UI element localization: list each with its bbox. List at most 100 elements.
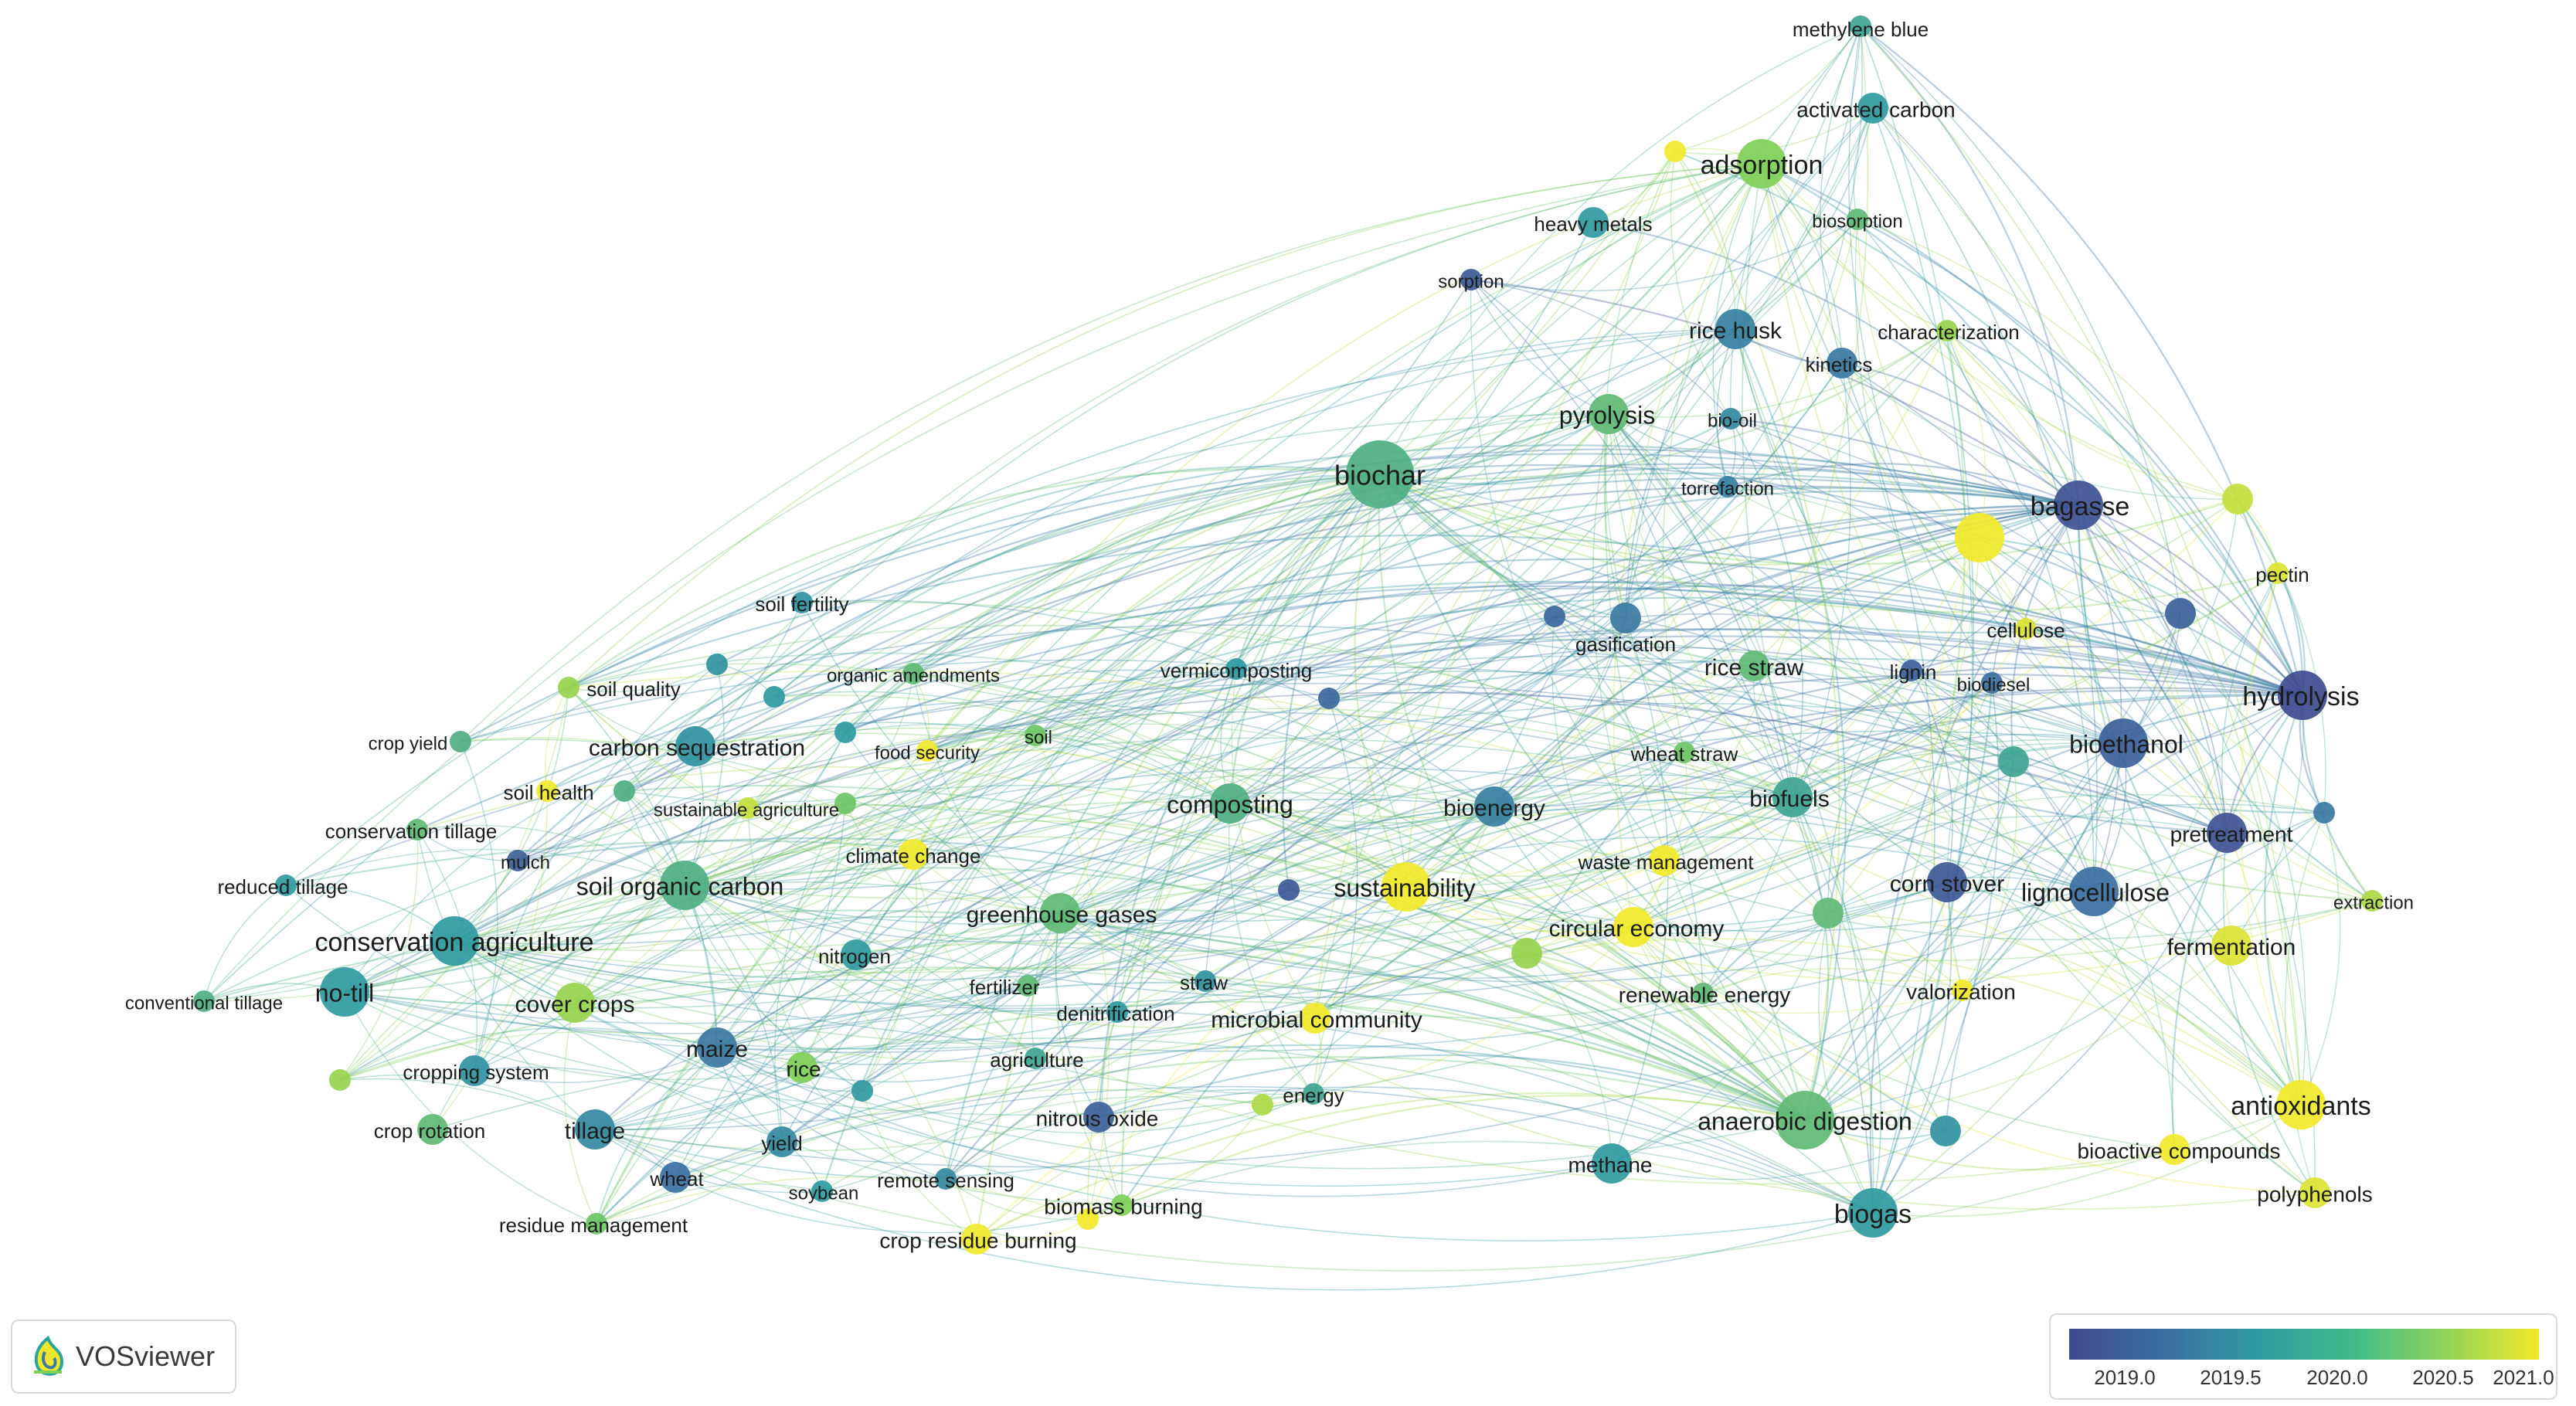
node-denitrification[interactable] bbox=[1106, 1001, 1128, 1023]
node-pretreatment[interactable] bbox=[2207, 813, 2247, 853]
node-sorption[interactable] bbox=[1460, 269, 1482, 290]
node-maize[interactable] bbox=[697, 1027, 737, 1068]
node-rice-husk[interactable] bbox=[1715, 309, 1755, 349]
node-biomass-burning[interactable] bbox=[1111, 1194, 1133, 1216]
node-residue-management[interactable] bbox=[586, 1213, 607, 1234]
node-gasification[interactable] bbox=[1544, 606, 1565, 627]
node-wheat[interactable] bbox=[660, 1162, 691, 1193]
node-crop-residue-burning[interactable] bbox=[961, 1224, 992, 1255]
node-reduced-tillage[interactable] bbox=[275, 875, 297, 896]
node-nitrous-oxide[interactable] bbox=[1083, 1102, 1114, 1133]
node-extraction[interactable] bbox=[2361, 890, 2383, 912]
node-sustainability[interactable] bbox=[1381, 862, 1431, 912]
node-methylene-blue[interactable] bbox=[1850, 15, 1871, 37]
node-bioactive-compounds[interactable] bbox=[2159, 1134, 2190, 1165]
node-characterization[interactable] bbox=[1936, 320, 1958, 341]
node-bioethanol[interactable] bbox=[2099, 718, 2148, 768]
node-hydrolysis[interactable] bbox=[2278, 671, 2327, 720]
node-unlabelled-62[interactable] bbox=[1813, 898, 1844, 929]
node-waste-management[interactable] bbox=[1649, 845, 1680, 876]
node-cellulose[interactable] bbox=[2015, 618, 2037, 640]
node-unlabelled-81[interactable] bbox=[329, 1069, 351, 1091]
node-carbon-sequestration[interactable] bbox=[675, 726, 715, 766]
node-unlabelled-100[interactable] bbox=[1077, 1208, 1099, 1230]
node-cover-crops[interactable] bbox=[555, 983, 595, 1023]
node-fermentation[interactable] bbox=[2211, 925, 2251, 966]
node-corn-stover[interactable] bbox=[1927, 862, 1967, 902]
node-methane[interactable] bbox=[1592, 1143, 1632, 1184]
node-bioenergy[interactable] bbox=[1474, 786, 1514, 827]
node-unlabelled-22[interactable] bbox=[706, 654, 728, 675]
node-fertilizer[interactable] bbox=[1017, 975, 1038, 997]
node-unlabelled-44[interactable] bbox=[834, 793, 856, 814]
node-anaerobic-digestion[interactable] bbox=[1776, 1091, 1834, 1150]
node-soil-quality[interactable] bbox=[558, 677, 579, 698]
node-no-till[interactable] bbox=[320, 967, 369, 1017]
node-biofuels[interactable] bbox=[1772, 777, 1813, 817]
node-unlabelled-3[interactable] bbox=[1664, 141, 1686, 162]
node-unlabelled-91[interactable] bbox=[1930, 1116, 1961, 1146]
node-unlabelled-82[interactable] bbox=[851, 1080, 873, 1102]
node-unlabelled-40[interactable] bbox=[1998, 746, 2029, 777]
node-polyphenols[interactable] bbox=[2299, 1177, 2330, 1208]
node-soil[interactable] bbox=[1025, 725, 1046, 746]
node-agriculture[interactable] bbox=[1025, 1048, 1046, 1069]
node-antioxidants[interactable] bbox=[2276, 1080, 2326, 1129]
node-vermicomposting[interactable] bbox=[1225, 658, 1247, 680]
node-sustainable-agriculture[interactable] bbox=[737, 797, 759, 819]
node-rice-straw[interactable] bbox=[1738, 650, 1769, 681]
node-biochar[interactable] bbox=[1346, 440, 1414, 508]
node-unlabelled-26[interactable] bbox=[1318, 688, 1340, 709]
node-unlabelled-67[interactable] bbox=[1511, 938, 1542, 969]
node-soil-organic-carbon[interactable] bbox=[660, 861, 709, 910]
node-remote-sensing[interactable] bbox=[935, 1168, 957, 1190]
node-unlabelled-15[interactable] bbox=[1955, 513, 2004, 562]
node-lignin[interactable] bbox=[1901, 660, 1922, 681]
node-kinetics[interactable] bbox=[1827, 348, 1857, 379]
node-soybean[interactable] bbox=[811, 1180, 833, 1202]
node-circular-economy[interactable] bbox=[1613, 907, 1653, 947]
node-biogas[interactable] bbox=[1848, 1188, 1898, 1238]
node-crop-yield[interactable] bbox=[450, 731, 471, 752]
node-straw[interactable] bbox=[1195, 970, 1216, 992]
node-renewable-energy[interactable] bbox=[1692, 983, 1714, 1004]
node-unlabelled-25[interactable] bbox=[1610, 603, 1641, 633]
node-composting[interactable] bbox=[1210, 783, 1250, 824]
node-pyrolysis[interactable] bbox=[1589, 394, 1629, 434]
node-climate-change[interactable] bbox=[898, 839, 929, 870]
node-tillage[interactable] bbox=[575, 1109, 615, 1150]
node-crop-rotation[interactable] bbox=[417, 1114, 448, 1145]
node-lignocellulose[interactable] bbox=[2069, 867, 2119, 916]
node-unlabelled-34[interactable] bbox=[834, 722, 856, 743]
node-unlabelled-19[interactable] bbox=[2165, 598, 2196, 629]
node-cropping-system[interactable] bbox=[459, 1055, 490, 1086]
node-pectin[interactable] bbox=[2267, 562, 2289, 584]
node-heavy-metals[interactable] bbox=[1578, 207, 1609, 238]
node-energy[interactable] bbox=[1303, 1083, 1324, 1105]
node-unlabelled-48[interactable] bbox=[2313, 802, 2335, 824]
node-adsorption[interactable] bbox=[1737, 139, 1786, 188]
node-food-security[interactable] bbox=[916, 740, 938, 762]
node-conventional-tillage[interactable] bbox=[193, 990, 215, 1012]
node-unlabelled-24[interactable] bbox=[763, 686, 785, 708]
node-mulch[interactable] bbox=[507, 850, 528, 871]
node-torrefaction[interactable] bbox=[1717, 476, 1738, 498]
node-bio-oil[interactable] bbox=[1720, 408, 1742, 430]
node-biosorption[interactable] bbox=[1847, 209, 1868, 230]
node-bagasse[interactable] bbox=[2054, 481, 2103, 530]
node-soil-fertility[interactable] bbox=[791, 592, 813, 613]
node-yield[interactable] bbox=[766, 1126, 797, 1157]
node-microbial-community[interactable] bbox=[1300, 1003, 1330, 1034]
node-wheat-straw[interactable] bbox=[1674, 742, 1695, 763]
node-unlabelled-56[interactable] bbox=[1278, 879, 1300, 901]
node-biodiesel[interactable] bbox=[1981, 672, 2003, 694]
node-valorization[interactable] bbox=[1952, 980, 1973, 1001]
node-greenhouse-gases[interactable] bbox=[1040, 893, 1080, 933]
node-conservation-tillage[interactable] bbox=[406, 819, 428, 841]
node-activated-carbon[interactable] bbox=[1857, 93, 1888, 124]
node-unlabelled-84[interactable] bbox=[1252, 1094, 1273, 1116]
node-nitrogen[interactable] bbox=[841, 939, 872, 970]
node-organic-amendments[interactable] bbox=[902, 663, 924, 684]
node-rice[interactable] bbox=[787, 1052, 817, 1083]
